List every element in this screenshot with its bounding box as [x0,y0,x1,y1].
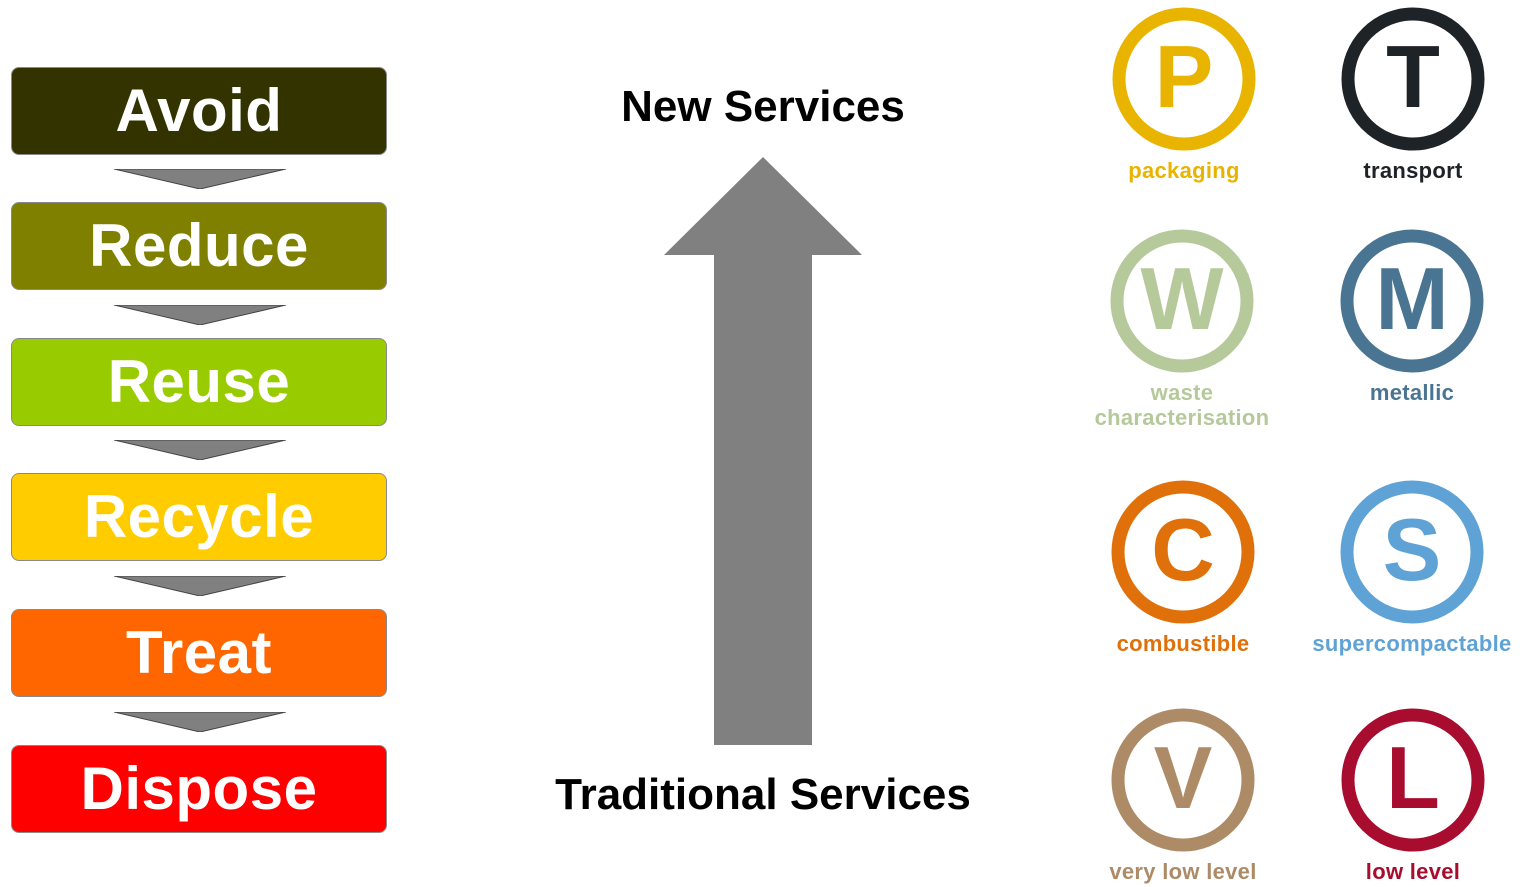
packaging-p-icon: P [1112,7,1256,151]
icon-letter: M [1375,249,1448,348]
icon-card-combustible: C combustible [1068,479,1298,656]
step-reduce: Reduce [11,202,387,290]
icon-caption: transport [1363,158,1463,183]
icon-card-very-low-level: V very low level [1068,707,1298,884]
icon-letter: L [1386,728,1440,827]
icon-ring-circle [1340,480,1484,624]
icon-card-packaging: P packaging [1069,6,1299,183]
chevron-down-icon [114,169,286,189]
icon-ring-circle [1112,7,1256,151]
icon-ring-circle [1340,229,1484,373]
new-services-label: New Services [621,82,905,131]
icon-caption: waste characterisation [1094,380,1270,430]
icon-caption: packaging [1128,158,1240,183]
metallic-m-icon: M [1340,229,1484,373]
step-avoid: Avoid [11,67,387,155]
icon-letter: S [1383,500,1442,599]
icon-card-low-level: L low level [1298,707,1528,884]
chevron-down-icon [114,712,286,732]
icon-letter: C [1151,500,1215,599]
combustible-c-icon: C [1111,480,1255,624]
icon-ring-circle [1110,229,1254,373]
icon-letter: V [1154,728,1213,827]
icon-letter: W [1140,249,1223,348]
icon-caption: metallic [1369,380,1455,405]
supercompactable-s-icon: S [1340,480,1484,624]
icon-ring-circle [1341,7,1485,151]
step-recycle: Recycle [11,473,387,561]
icon-card-waste-characterisation: W waste characterisation [1067,228,1297,430]
step-dispose: Dispose [11,745,387,833]
icon-ring-circle [1111,708,1255,852]
low-level-l-icon: L [1341,708,1485,852]
icon-letter: P [1155,27,1214,126]
traditional-services-label: Traditional Services [555,770,971,819]
icon-caption: combustible [1116,631,1250,656]
icon-letter: T [1386,27,1440,126]
very-low-level-v-icon: V [1111,708,1255,852]
chevron-down-icon [114,305,286,325]
icon-ring-circle [1341,708,1485,852]
step-reuse: Reuse [11,338,387,426]
icon-caption: very low level [1109,859,1257,884]
icon-caption: low level [1365,859,1461,884]
icon-card-metallic: M metallic [1297,228,1527,405]
arrow-up-icon [664,157,862,745]
icon-caption: supercompactable [1312,631,1512,656]
chevron-down-icon [114,440,286,460]
transport-t-icon: T [1341,7,1485,151]
chevron-down-icon [114,576,286,596]
waste-characterisation-w-icon: W [1110,229,1254,373]
icon-card-supercompactable: S supercompactable [1297,479,1527,656]
step-treat: Treat [11,609,387,697]
icon-card-transport: T transport [1298,6,1528,183]
icon-ring-circle [1111,480,1255,624]
